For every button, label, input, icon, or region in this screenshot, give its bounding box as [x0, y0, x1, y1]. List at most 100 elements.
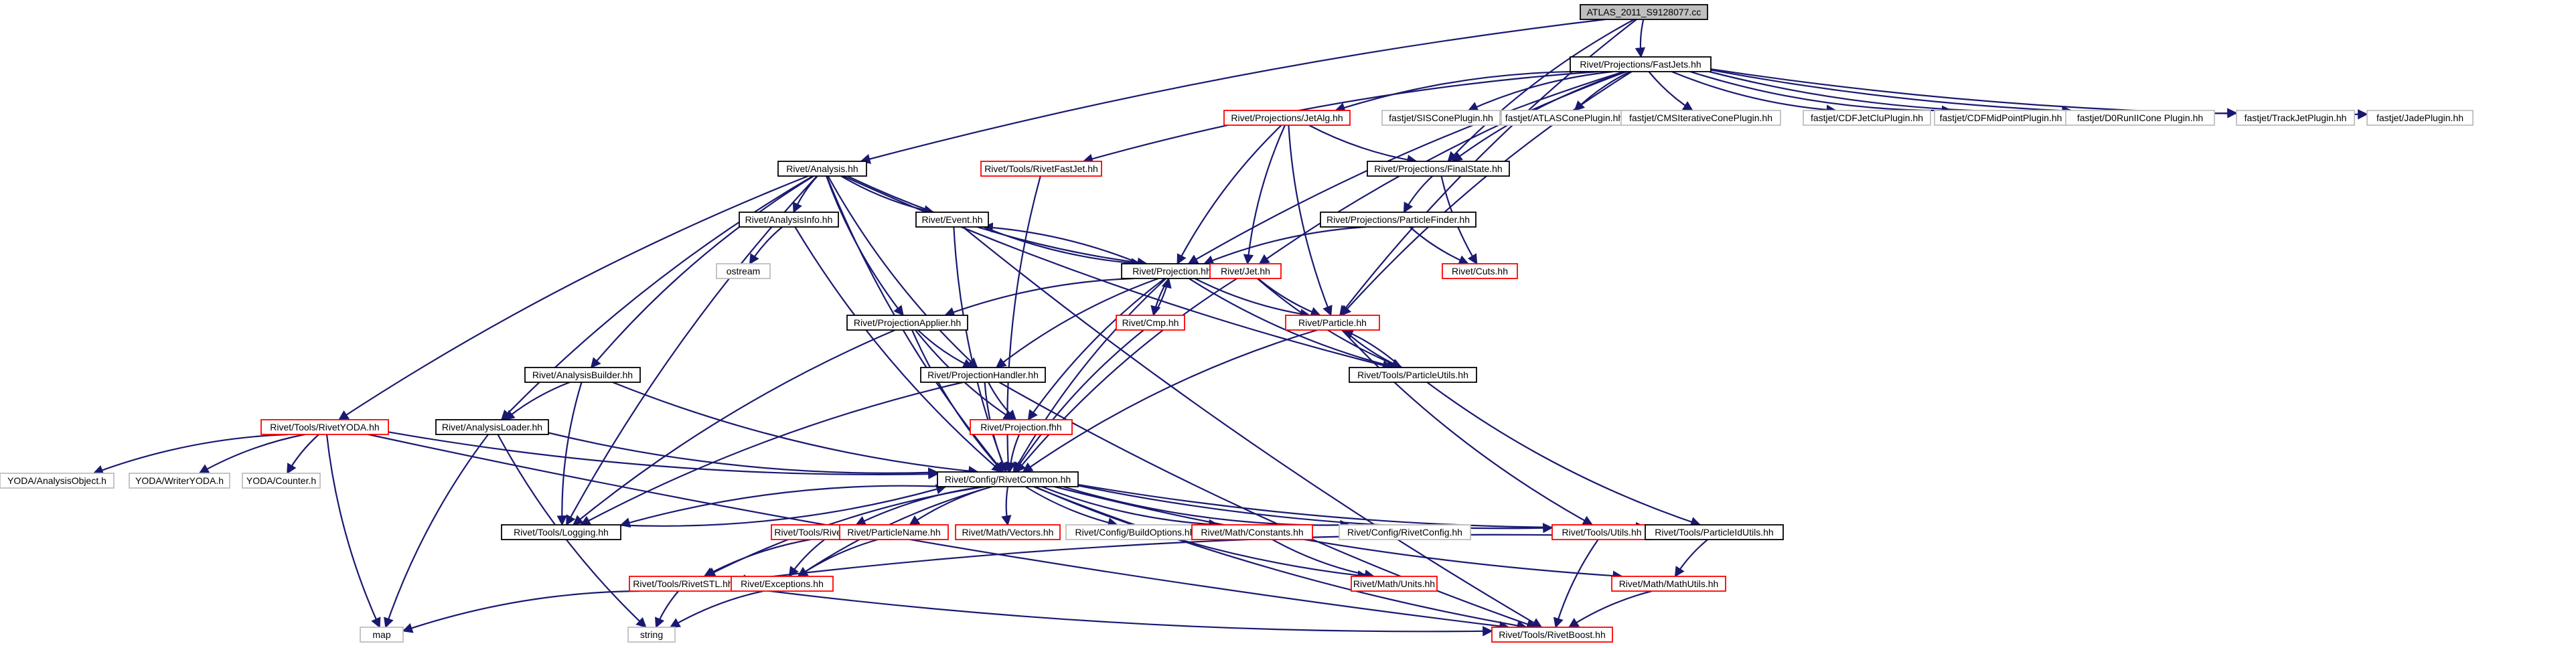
edge-rivetyoda-to-rivetboost — [368, 433, 1510, 631]
file-node-event[interactable]: Rivet/Event.hh — [915, 212, 989, 228]
file-node-particleutils[interactable]: Rivet/Tools/ParticleUtils.hh — [1349, 367, 1477, 383]
file-node-analysisinfo[interactable]: Rivet/AnalysisInfo.hh — [739, 212, 839, 228]
file-node-root[interactable]: ATLAS_2011_S9128077.cc — [1580, 4, 1708, 20]
file-node-cmp[interactable]: Rivet/Cmp.hh — [1116, 315, 1185, 331]
node-box — [524, 367, 641, 383]
node-label: Rivet/AnalysisBuilder.hh — [532, 370, 633, 380]
file-node-yodacounter[interactable]: YODA/Counter.h — [242, 473, 321, 489]
file-node-jetalg[interactable]: Rivet/Projections/JetAlg.hh — [1223, 110, 1351, 126]
file-node-toolsutils[interactable]: Rivet/Tools/Utils.hh — [1551, 524, 1652, 540]
edge-cmp-to-rivetcommon — [1014, 329, 1144, 473]
file-node-analysis[interactable]: Rivet/Analysis.hh — [777, 161, 867, 177]
file-node-projapplier[interactable]: Rivet/ProjectionApplier.hh — [846, 315, 968, 331]
node-label: string — [640, 629, 663, 640]
file-node-fastjets[interactable]: Rivet/Projections/FastJets.hh — [1570, 56, 1712, 72]
node-label: Rivet/Tools/Utils.hh — [1562, 527, 1641, 538]
file-node-exceptions[interactable]: Rivet/Exceptions.hh — [731, 576, 834, 592]
edge-particleutils-to-pidutils — [1426, 382, 1701, 527]
edge-fastjets-to-projection — [1187, 70, 1624, 264]
file-node-rivetconfig[interactable]: Rivet/Config/RivetConfig.hh — [1339, 524, 1471, 540]
file-node-finalstate[interactable]: Rivet/Projections/FinalState.hh — [1367, 161, 1510, 177]
edge-analysisbuilder-to-logging — [556, 382, 583, 526]
file-node-analysisloader[interactable]: Rivet/AnalysisLoader.hh — [435, 419, 549, 435]
edge-toolsutils-to-rivetboost — [1553, 539, 1599, 629]
node-box — [1349, 367, 1477, 383]
edge-analysisloader-to-map — [384, 434, 489, 629]
edge-rivetcommon-to-buildoptions — [1025, 486, 1118, 528]
node-label: Rivet/ProjectionHandler.hh — [927, 370, 1039, 380]
file-node-projection[interactable]: Rivet/Projection.hh — [1121, 263, 1223, 279]
edge-analysisloader-to-rivetcommon — [548, 432, 939, 478]
file-node-particle[interactable]: Rivet/Particle.hh — [1285, 315, 1380, 331]
node-label: YODA/Counter.h — [246, 475, 316, 486]
node-label: Rivet/Cuts.hh — [1452, 266, 1508, 276]
node-box — [955, 524, 1061, 540]
file-node-rivetcommon[interactable]: Rivet/Config/RivetCommon.hh — [937, 471, 1079, 487]
node-box — [716, 263, 771, 279]
file-node-vectors[interactable]: Rivet/Math/Vectors.hh — [955, 524, 1061, 540]
file-node-logging[interactable]: Rivet/Tools/Logging.hh — [501, 524, 621, 540]
edge-rivetyoda-to-rivetcommon — [388, 431, 939, 479]
file-node-map[interactable]: map — [360, 627, 404, 643]
node-label: Rivet/Projections/JetAlg.hh — [1231, 112, 1343, 123]
node-label: Rivet/Tools/RivetYODA.hh — [270, 422, 379, 432]
node-label: Rivet/Tools/ParticleIdUtils.hh — [1655, 527, 1773, 538]
edge-jetalg-to-jet — [1243, 125, 1286, 265]
file-node-atlascone[interactable]: fastjet/ATLASConePlugin.hh — [1501, 110, 1628, 126]
edge-fastjets-to-particle — [1341, 71, 1633, 317]
file-node-trackjet[interactable]: fastjet/TrackJetPlugin.hh — [2236, 110, 2355, 126]
edge-jet-to-rivetcommon — [1015, 278, 1237, 473]
file-node-jet[interactable]: Rivet/Jet.hh — [1209, 263, 1282, 279]
file-node-particlename[interactable]: Rivet/ParticleName.hh — [839, 524, 949, 540]
file-node-d0run2[interactable]: fastjet/D0RunIICone Plugin.hh — [2065, 110, 2215, 126]
file-node-siscone[interactable]: fastjet/SISConePlugin.hh — [1381, 110, 1501, 126]
node-label: YODA/AnalysisObject.h — [7, 475, 106, 486]
node-label: ostream — [727, 266, 761, 276]
file-node-yodawriter[interactable]: YODA/WriterYODA.h — [129, 473, 230, 489]
file-node-mathutils[interactable]: Rivet/Math/MathUtils.hh — [1611, 576, 1726, 592]
file-node-rivetfastjet[interactable]: Rivet/Tools/RivetFastJet.hh — [980, 161, 1102, 177]
edge-analysis-to-rivetyoda — [337, 175, 809, 420]
file-node-ostream[interactable]: ostream — [716, 263, 771, 279]
node-label: ATLAS_2011_S9128077.cc — [1587, 7, 1701, 17]
edge-event-to-projection — [983, 226, 1142, 268]
node-label: Rivet/AnalysisLoader.hh — [442, 422, 542, 432]
file-node-string[interactable]: string — [627, 627, 676, 643]
edge-event-to-rivetboost — [962, 226, 1543, 628]
file-node-cuts[interactable]: Rivet/Cuts.hh — [1442, 263, 1518, 279]
edge-projection-to-particle — [1194, 278, 1311, 319]
file-node-buildoptions[interactable]: Rivet/Config/BuildOptions.hh — [1065, 524, 1205, 540]
file-node-jade[interactable]: fastjet/JadePlugin.hh — [2366, 110, 2474, 126]
node-box — [2236, 110, 2355, 126]
edge-analysisbuilder-to-analysisloader — [504, 381, 571, 420]
node-box — [920, 367, 1046, 383]
file-node-projhandler[interactable]: Rivet/ProjectionHandler.hh — [920, 367, 1046, 383]
node-label: Rivet/Jet.hh — [1221, 266, 1270, 276]
node-box — [1320, 212, 1476, 228]
node-label: Rivet/ProjectionApplier.hh — [854, 317, 961, 328]
edge-particlefinder-to-cuts — [1409, 226, 1470, 265]
node-box — [1491, 627, 1613, 643]
node-box — [777, 161, 867, 177]
file-node-pidutils[interactable]: Rivet/Tools/ParticleIdUtils.hh — [1645, 524, 1784, 540]
file-node-projfhh[interactable]: Rivet/Projection.fhh — [970, 419, 1073, 435]
file-node-rivetstl[interactable]: Rivet/Tools/RivetSTL.hh — [629, 576, 737, 592]
file-node-yodaao[interactable]: YODA/AnalysisObject.h — [0, 473, 115, 489]
edge-rivetstl-to-rivetboost — [736, 586, 1493, 637]
node-label: Rivet/Event.hh — [921, 214, 982, 225]
edge-analysisinfo-to-ostream — [749, 226, 783, 265]
file-node-cdfmid[interactable]: fastjet/CDFMidPointPlugin.hh — [1934, 110, 2068, 126]
file-node-cmsit[interactable]: fastjet/CMSIterativeConePlugin.hh — [1620, 110, 1781, 126]
file-node-rivetyoda[interactable]: Rivet/Tools/RivetYODA.hh — [260, 419, 389, 435]
node-box — [1209, 263, 1282, 279]
edge-particlefinder-to-projection — [1203, 226, 1366, 265]
edge-fastjets-to-siscone — [1467, 70, 1614, 112]
edge-rivetcommon-to-rivetboost — [1033, 485, 1528, 631]
file-node-units[interactable]: Rivet/Math/Units.hh — [1351, 576, 1438, 592]
file-node-constants[interactable]: Rivet/Math/Constants.hh — [1191, 524, 1313, 540]
file-node-particlefinder[interactable]: Rivet/Projections/ParticleFinder.hh — [1320, 212, 1476, 228]
file-node-analysisbuilder[interactable]: Rivet/AnalysisBuilder.hh — [524, 367, 641, 383]
edge-root-to-analysis — [860, 18, 1606, 164]
file-node-cdfjetclu[interactable]: fastjet/CDFJetCluPlugin.hh — [1803, 110, 1931, 126]
file-node-rivetboost[interactable]: Rivet/Tools/RivetBoost.hh — [1491, 627, 1613, 643]
